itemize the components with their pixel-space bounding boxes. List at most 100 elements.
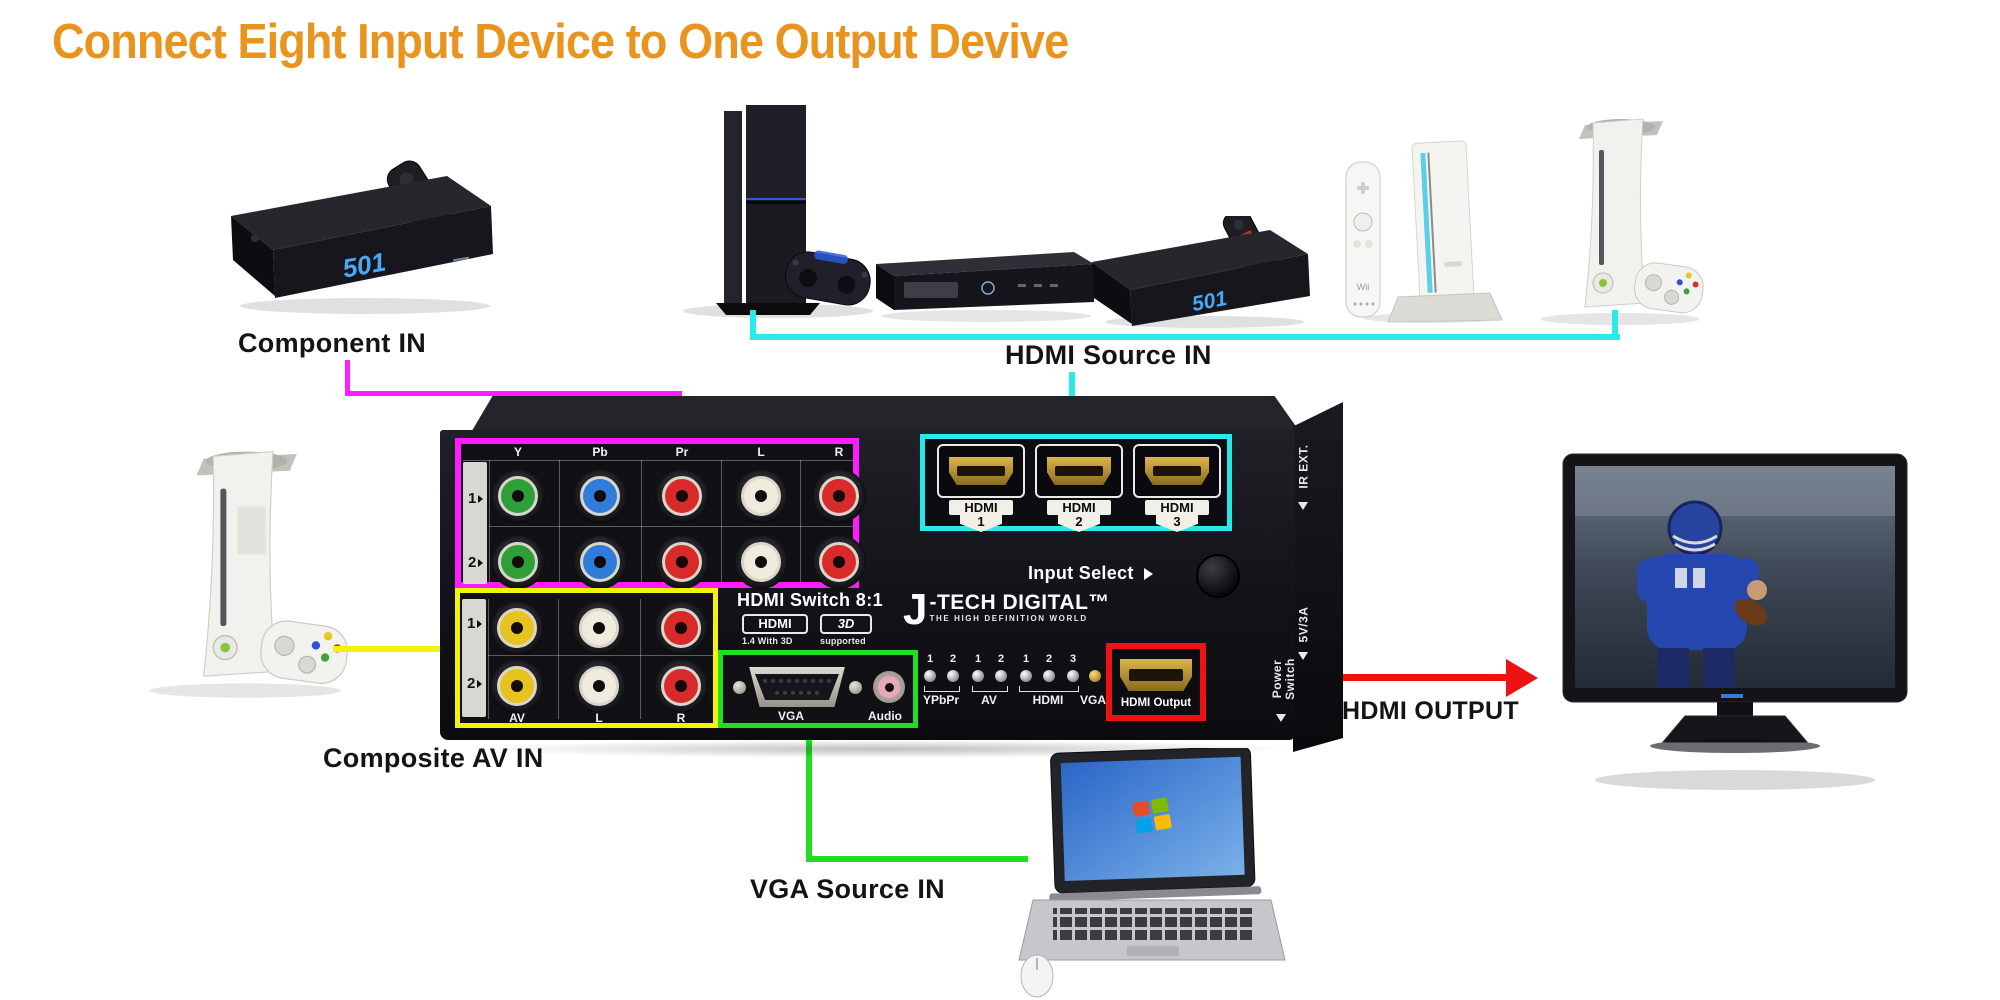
component-col-pb: Pb [592, 445, 608, 459]
composite-row-2: 2 [467, 675, 482, 692]
brand-name: -TECH DIGITAL™ [929, 591, 1110, 614]
component-col-y: Y [513, 445, 523, 459]
led-ypbpr-1 [924, 670, 936, 682]
output-arrow-icon [1506, 659, 1538, 697]
cable-box-image: 501 [231, 160, 493, 314]
bluray-player-image [876, 252, 1094, 322]
input-select-label: Input Select [1028, 563, 1134, 583]
composite-row-1: 1 [467, 615, 482, 632]
threed-badge: 3D [820, 614, 872, 634]
vga-port[interactable] [749, 667, 845, 707]
rca-jack-r2[interactable] [812, 535, 866, 589]
volts-arrow-icon [1298, 652, 1308, 660]
model-label: HDMI Switch 8:1 [737, 590, 884, 610]
composite-wire-h [333, 646, 459, 652]
rca-jack-pb1[interactable] [573, 469, 627, 523]
input-select-button[interactable] [1196, 554, 1240, 598]
rca-jack-y1[interactable] [491, 469, 545, 523]
led-hdmi-1 [1020, 670, 1032, 682]
hdmi-port-1[interactable]: HDMI 1 [937, 444, 1025, 532]
grid-line [463, 460, 853, 461]
switch-side-face [1293, 402, 1343, 752]
grid-line [488, 655, 713, 656]
component-in-callout: Component IN [238, 328, 427, 358]
wii-device: Wii [1338, 112, 1516, 324]
cable-box-hdmi-device: 501 [1080, 208, 1320, 331]
hdmi-wire-bus [750, 334, 1620, 340]
brand-logo: J -TECH DIGITAL™ THE HIGH DEFINITION WOR… [903, 588, 1110, 632]
switch-shadow [470, 740, 1300, 758]
hdmi-port-outline [1133, 444, 1221, 498]
hdmi-port-3[interactable]: HDMI 3 [1133, 444, 1221, 532]
led-group-label-ypbpr: YPbPr [922, 693, 960, 707]
hdmi-port-label: HDMI [1145, 500, 1209, 515]
hdmi-port-number: 1 [960, 515, 1002, 532]
led-vga [1089, 670, 1101, 682]
rca-jack-ar2[interactable] [654, 659, 708, 713]
led-av-2 [995, 670, 1007, 682]
volts-label: 5V/3A [1296, 606, 1311, 643]
tv-image [1562, 453, 1908, 790]
rca-jack-r1[interactable] [812, 469, 866, 523]
rca-jack-av2[interactable] [490, 659, 544, 713]
led-num: 2 [997, 653, 1005, 665]
hdmi-plug-icon [1145, 457, 1209, 485]
led-group-bracket [1019, 686, 1079, 692]
rca-jack-l1[interactable] [734, 469, 788, 523]
hdmi-port-label: HDMI [1047, 500, 1111, 515]
rca-jack-av1[interactable] [490, 601, 544, 655]
vga-screw [733, 681, 746, 694]
led-ypbpr-2 [947, 670, 959, 682]
xbox360-hdmi-device [1515, 105, 1720, 327]
composite-row-strip: 1 2 [462, 599, 486, 717]
component-row-2: 2 [468, 554, 483, 571]
audio-jack[interactable] [873, 671, 905, 703]
hdmi-badge: HDMI [742, 614, 808, 634]
rca-jack-y2[interactable] [491, 535, 545, 589]
hdmi-input-section: HDMI 1 HDMI 2 HDMI 3 [920, 434, 1232, 532]
hdmi-port-outline [1035, 444, 1123, 498]
component-col-l: L [757, 445, 765, 459]
composite-input-section: 1 2 AV L R [455, 588, 718, 728]
xbox360-composite-device [120, 420, 365, 715]
rca-jack-pr2[interactable] [655, 535, 709, 589]
vga-wire-v [806, 724, 812, 860]
component-input-section: Y Pb Pr L R 1 2 [455, 438, 866, 589]
hdmi-output-port[interactable] [1120, 659, 1192, 691]
grid-line [640, 599, 641, 719]
vga-wire-h [806, 856, 1028, 862]
rca-jack-l2[interactable] [734, 535, 788, 589]
hdmi-plug-icon [1047, 457, 1111, 485]
grid-line [721, 460, 722, 582]
led-hdmi-3 [1067, 670, 1079, 682]
grid-line [488, 599, 489, 719]
tv-device [1545, 450, 1925, 810]
laptop-device [1015, 746, 1290, 998]
component-wire-v1 [345, 360, 350, 396]
vga-label: VGA [777, 709, 805, 723]
rca-jack-pr1[interactable] [655, 469, 709, 523]
hdmi-wire-stub-left [750, 310, 756, 338]
led-av-1 [972, 670, 984, 682]
switch-top-face [471, 396, 1300, 432]
bluray-player-device [868, 232, 1103, 324]
composite-av-in-callout: Composite AV IN [323, 743, 544, 773]
component-row-strip: 1 2 [463, 462, 487, 584]
component-col-pr: Pr [675, 445, 689, 459]
vga-screw [849, 681, 862, 694]
laptop-image [1018, 746, 1286, 998]
page-title: Connect Eight Input Device to One Output… [52, 15, 1069, 69]
led-num: 2 [1045, 653, 1053, 665]
rca-jack-ar1[interactable] [654, 601, 708, 655]
hdmi-port-2[interactable]: HDMI 2 [1035, 444, 1123, 532]
vga-input-section: VGA Audio [718, 650, 918, 728]
component-row-1: 1 [468, 490, 483, 507]
rca-jack-al2[interactable] [572, 659, 626, 713]
brand-tagline: THE HIGH DEFINITION WORLD [929, 614, 1088, 623]
xbox360-composite-image [149, 450, 349, 698]
rca-jack-pb2[interactable] [573, 535, 627, 589]
rca-jack-al1[interactable] [572, 601, 626, 655]
hdmi-port-number: 3 [1156, 515, 1198, 532]
led-num: 1 [1022, 653, 1030, 665]
hdmi-badge-sub: 1.4 With 3D [742, 636, 793, 646]
